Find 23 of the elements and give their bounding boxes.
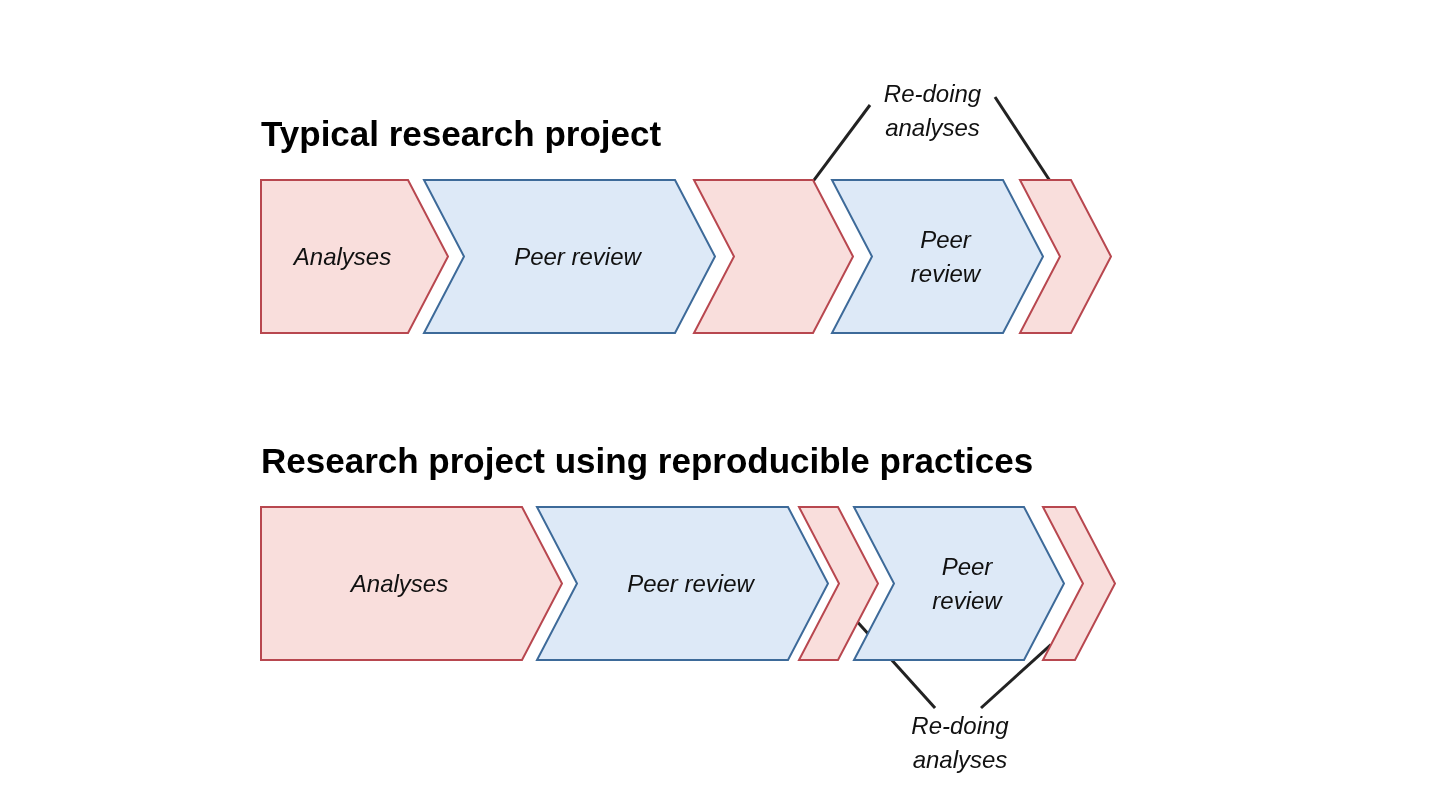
step-label: Analyses bbox=[349, 568, 450, 599]
section-heading: Typical research project bbox=[261, 114, 662, 154]
annotation-text: Re-doing analyses bbox=[870, 76, 995, 146]
chevron-step bbox=[694, 180, 853, 333]
chevron-step bbox=[537, 507, 828, 660]
step-label: Analyses bbox=[292, 241, 393, 272]
step-label: Peer review bbox=[909, 224, 982, 289]
step-label: Peer review bbox=[626, 568, 756, 599]
chevron-step bbox=[832, 180, 1043, 333]
chevron-step bbox=[261, 180, 448, 333]
chevron-step bbox=[1020, 180, 1111, 333]
step-label: Peer review bbox=[931, 551, 1004, 616]
annotation-text: Re-doing analyses bbox=[900, 708, 1020, 778]
chevron-step bbox=[799, 507, 878, 660]
section-heading: Research project using reproducible practices bbox=[261, 441, 1034, 481]
leader-line bbox=[812, 104, 872, 182]
leader-line bbox=[980, 643, 1052, 710]
leader-line bbox=[993, 96, 1051, 181]
chevron-step bbox=[854, 507, 1064, 660]
step-label: Peer review bbox=[513, 241, 643, 272]
chevron-step bbox=[424, 180, 715, 333]
chevron-step bbox=[1043, 507, 1115, 660]
chevron-step bbox=[261, 507, 562, 660]
